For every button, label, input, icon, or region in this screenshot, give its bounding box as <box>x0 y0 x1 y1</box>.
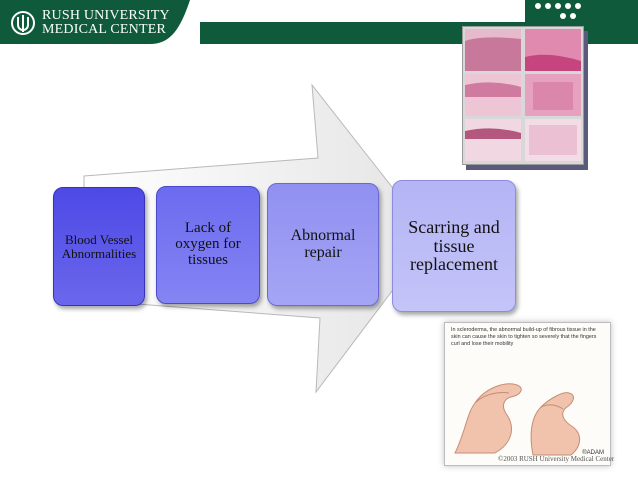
step-blood-vessel-abnormalities: Blood Vessel Abnormalities <box>53 187 145 306</box>
logo-text-line2: MEDICAL CENTER <box>42 22 166 37</box>
copyright-notice: ©2003 RUSH University Medical Center <box>498 455 615 463</box>
step-label: Lack of oxygen for tissues <box>175 220 241 268</box>
scleroderma-hands-image: In scleroderma, the abnormal build-up of… <box>444 322 611 466</box>
image-credit: ®ADAM <box>582 450 604 456</box>
step-lack-of-oxygen: Lack of oxygen for tissues <box>156 186 260 304</box>
step-scarring: Scarring and tissue replacement <box>392 180 516 312</box>
step-label: Scarring and tissue replacement <box>408 216 500 275</box>
step-label: Blood Vessel Abnormalities <box>61 231 137 261</box>
header-dots-bar <box>525 0 638 22</box>
rush-shield-icon <box>11 11 35 35</box>
dots-icon <box>535 3 581 19</box>
histology-micrographs-icon <box>463 27 583 164</box>
logo-text-line1: RUSH UNIVERSITY <box>42 8 170 23</box>
histology-image <box>462 26 584 165</box>
step-label: Abnormal repair <box>290 226 356 261</box>
curled-hands-icon <box>454 383 580 456</box>
rush-logo: RUSH UNIVERSITY MEDICAL CENTER <box>10 8 170 38</box>
header-curve <box>150 0 200 44</box>
image-caption: In scleroderma, the abnormal build-up of… <box>451 327 597 347</box>
step-abnormal-repair: Abnormal repair <box>267 183 379 306</box>
